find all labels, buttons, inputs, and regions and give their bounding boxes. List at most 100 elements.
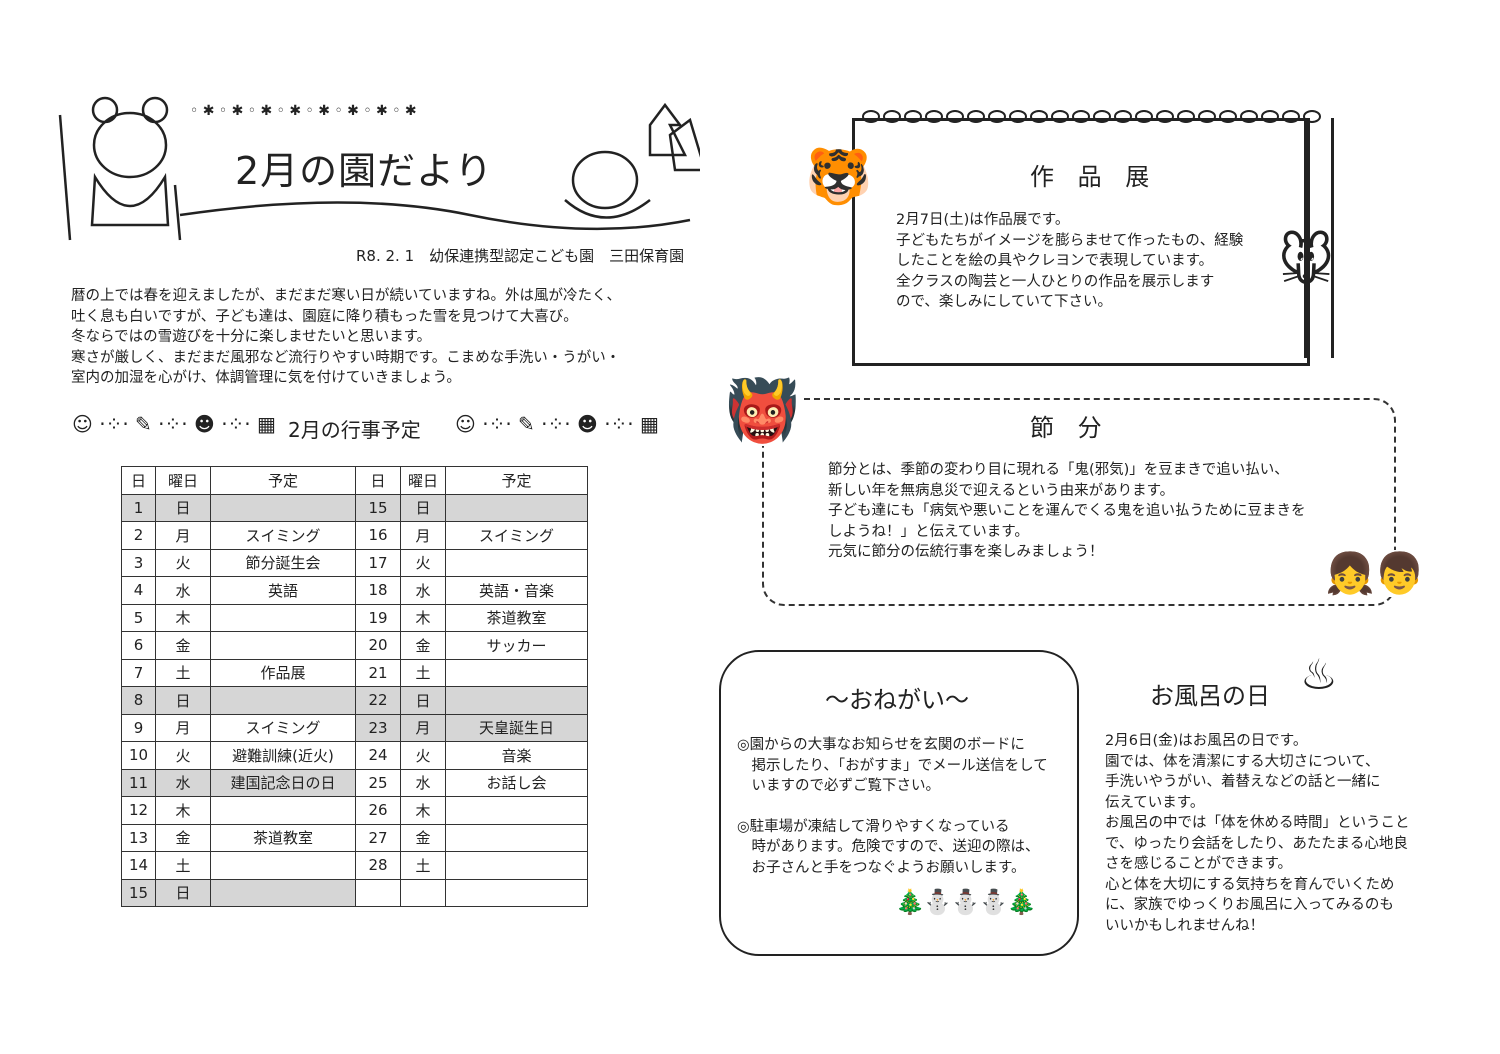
day-cell: 20 [355,631,401,660]
day-cell [355,878,401,907]
event-cell: 天皇誕生日 [445,713,588,742]
event-cell: 英語 [210,576,356,605]
weekday-cell: 火 [400,548,446,577]
event-cell [445,851,588,880]
notebook-spine [1304,118,1334,358]
weekday-cell: 金 [400,631,446,660]
oni-bean-decoration-icon: ☺ ·⁘· ✎ ·⁘· ☻ ·⁘· ▦ [72,412,276,436]
exhibition-line: 2月7日(土)は作品展です。 [896,212,1070,228]
day-cell: 26 [355,796,401,825]
event-cell [445,548,588,577]
exhibition-title: 作 品 展 [1030,163,1158,191]
event-cell: 茶道教室 [210,823,356,852]
bath-line: お風呂の中では「体を休める時間」ということ [1105,815,1410,831]
day-cell: 18 [355,576,401,605]
event-cell: 音楽 [445,741,588,770]
weekday-cell: 火 [400,741,446,770]
schedule-title: 2月の行事予定 [288,418,421,442]
bath-line: 2月6日(金)はお風呂の日です。 [1105,733,1308,749]
event-cell: 建国記念日の日 [210,768,356,797]
event-cell: サッカー [445,631,588,660]
weekday-cell: 日 [155,493,211,522]
event-cell: スイミング [210,521,356,550]
event-cell: スイミング [445,521,588,550]
day-cell: 5 [121,603,156,632]
column-header: 予定 [445,466,588,495]
day-cell: 19 [355,603,401,632]
intro-line: 寒さが厳しく、まだまだ風邪など流行りやすい時期です。こまめな手洗い・うがい・ [71,349,621,366]
day-cell: 17 [355,548,401,577]
weekday-cell: 木 [400,603,446,632]
day-cell: 3 [121,548,156,577]
weekday-cell: 月 [400,713,446,742]
exhibition-line: ので、楽しみにしていて下さい。 [896,294,1113,310]
weekday-cell: 水 [400,576,446,605]
request-box [719,650,1079,956]
event-cell [445,823,588,852]
request-line: 掲示したり、「おがすま」でメール送信をして [737,757,1048,774]
day-cell: 22 [355,686,401,715]
day-cell: 16 [355,521,401,550]
mouse-character-icon: 🐭 [1278,230,1335,293]
event-cell [445,686,588,715]
event-cell [445,878,588,907]
tiger-character-icon: 🐯 [805,145,873,208]
event-cell: 避難訓練(近火) [210,741,356,770]
event-cell: スイミング [210,713,356,742]
day-cell: 25 [355,768,401,797]
exhibition-line: 全クラスの陶芸と一人ひとりの作品を展示します [896,273,1215,290]
setsubun-line: 新しい年を無病息災で迎えるという由来があります。 [828,482,1175,499]
bath-line: さを感じることができます。 [1105,856,1293,872]
intro-text: 暦の上では春を迎えましたが、まだまだ寒い日が続いていますね。外は風が冷たく、 吐… [71,286,621,389]
setsubun-box [762,398,1396,606]
day-cell: 9 [121,713,156,742]
event-cell [445,658,588,687]
setsubun-title: 節 分 [1030,414,1110,442]
weekday-cell: 日 [155,878,211,907]
exhibition-line: したことを絵の具やクレヨンで表現しています。 [896,253,1214,269]
bath-title: お風呂の日 [1150,682,1270,710]
day-cell: 8 [121,686,156,715]
svg-text:◦ ✱ ◦ ✱ ◦ ✱ ◦ ✱ ◦ ✱ ◦ ✱ ◦ ✱ ◦: ◦ ✱ ◦ ✱ ◦ ✱ ◦ ✱ ◦ ✱ ◦ ✱ ◦ ✱ ◦ ✱ [190,103,417,119]
bath-children-icon: ♨ [1300,650,1338,699]
weekday-cell: 水 [155,576,211,605]
event-cell [210,796,356,825]
issue-date-and-school: R8. 2. 1 幼保連携型認定こども園 三田保育園 [356,247,685,265]
event-cell [210,493,356,522]
request-line: ◎駐車場が凍結して滑りやすくなっている [737,818,1010,835]
request-line: いますので必ずご覧下さい。 [737,778,940,794]
column-header: 曜日 [400,466,446,495]
event-cell: お話し会 [445,768,588,797]
exhibition-text: 2月7日(土)は作品展です。 子どもたちがイメージを膨らませて作ったもの、経験 … [896,210,1243,313]
setsubun-line: 子ども達にも「病気や悪いことを運んでくる鬼を追い払うために豆まきを [828,503,1306,519]
day-cell: 4 [121,576,156,605]
request-title: ～おねがい～ [825,686,969,714]
weekday-cell: 火 [155,741,211,770]
weekday-cell: 木 [155,603,211,632]
bath-line: 手洗いやうがい、着替えなどの話と一緒に [1105,774,1381,790]
day-cell: 27 [355,823,401,852]
day-cell: 12 [121,796,156,825]
bath-line: 園では、体を清潔にする大切さについて、 [1105,753,1380,770]
event-cell [210,851,356,880]
day-cell: 14 [121,851,156,880]
weekday-cell: 土 [155,851,211,880]
weekday-cell: 金 [155,823,211,852]
schedule-header-row: 日曜日予定日曜日予定 [121,466,588,495]
weekday-cell: 土 [400,658,446,687]
day-cell: 23 [355,713,401,742]
snowman-trees-decoration-icon: 🎄⛄⛄⛄🎄 [895,888,1036,916]
